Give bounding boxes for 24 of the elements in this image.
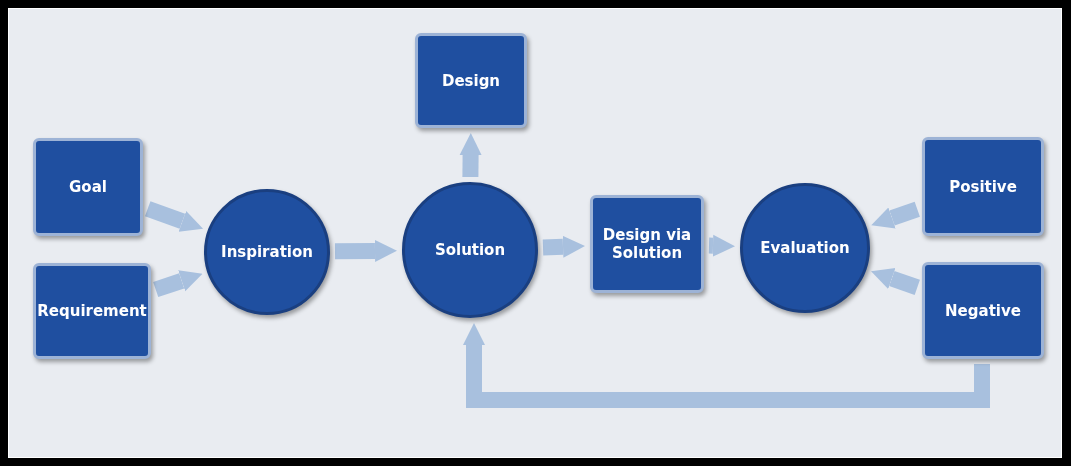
block-arrow [459,133,482,178]
node-label: Goal [69,178,107,196]
node-label: Negative [945,301,1021,320]
node-label: Positive [949,177,1017,196]
process-box [922,262,1044,359]
process-box [33,138,143,236]
node-label: Design via Solution [601,226,693,262]
block-arrow [542,235,585,258]
process-box [33,263,151,359]
process-box [922,137,1044,236]
block-arrow [871,201,920,229]
block-arrow [334,239,397,262]
block-arrow [871,268,920,295]
process-box [415,33,527,128]
block-arrow [463,323,990,408]
block-arrow [144,201,204,232]
block-arrow [153,270,203,298]
node-label: Design [441,71,501,90]
block-arrow [708,234,735,257]
node-label: Solution [434,241,506,259]
node-label: Evaluation [760,239,850,257]
process-box [590,195,704,293]
node-label: Inspiration [221,243,313,261]
node-label: Requirement [37,302,147,320]
